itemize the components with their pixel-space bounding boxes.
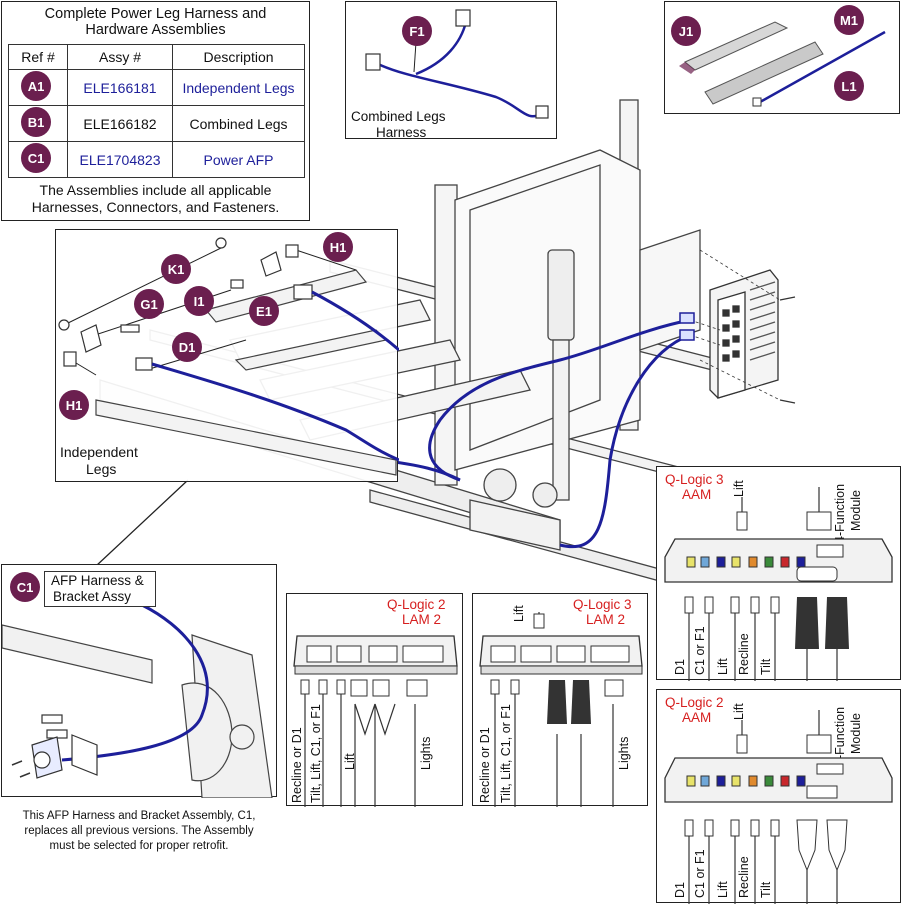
assembly-table-header: Ref # Assy # Description — [8, 44, 305, 70]
badge-k1: K1 — [161, 254, 191, 284]
assembly-table: Ref # Assy # Description A1 ELE166181 In… — [8, 44, 305, 178]
independent-legs-label-2: Legs — [86, 461, 117, 477]
qlogic2-aam-title-2: AAM — [682, 710, 712, 725]
qlogic2-lam2-panel: Q-Logic 2 LAM 2 Recline or D1 Tilt, Lift… — [286, 593, 463, 807]
cell-assy: ELE1704823 — [67, 141, 173, 178]
badge-f1: F1 — [402, 16, 432, 46]
qlogic3-aam-module — [664, 487, 893, 681]
afp-panel: C1 AFP Harness & Bracket Assy — [1, 564, 277, 798]
qlogic3-lam2-label-lights: Lights — [617, 736, 631, 770]
qlogic3-aam-label-lift: Lift — [716, 658, 730, 675]
header-ref: Ref # — [8, 44, 68, 70]
qlogic3-lam2-label-tilt-lift: Tilt, Lift, C1, or F1 — [499, 704, 513, 803]
afp-label-1: AFP Harness & — [51, 573, 144, 588]
qlogic3-lam2-title-1: Q-Logic 3 — [573, 597, 632, 612]
assembly-table-panel: Complete Power Leg Harness and Hardware … — [1, 1, 310, 221]
qlogic2-lam2-label-lift: Lift — [343, 753, 357, 770]
qlogic2-aam-label-tilt: Tilt — [759, 881, 773, 898]
badge-m1: M1 — [834, 5, 864, 35]
badge-c1-afp: C1 — [10, 572, 40, 602]
badge-a1: A1 — [21, 71, 51, 101]
cell-description: Power AFP — [172, 141, 305, 178]
cell-description: Combined Legs — [172, 105, 305, 142]
combined-harness-label-1: Combined Legs — [351, 109, 446, 124]
cell-description: Independent Legs — [172, 69, 305, 106]
afp-drawing — [2, 603, 273, 798]
badge-b1: B1 — [21, 107, 51, 137]
combined-harness-label-2: Harness — [376, 125, 427, 140]
badge-j1: J1 — [671, 16, 701, 46]
qlogic2-aam-label-c1-f1: C1 or F1 — [693, 849, 707, 898]
badge-l1: L1 — [834, 71, 864, 101]
badge-e1: E1 — [249, 296, 279, 326]
hardware-kit-panel: J1 M1 L1 — [664, 1, 900, 114]
qlogic2-lam2-label-tilt-lift: Tilt, Lift, C1, or F1 — [309, 704, 323, 803]
qlogic3-lam2-panel: Q-Logic 3 LAM 2 Lift Recline or D1 Tilt,… — [472, 593, 648, 807]
hardware-kit-drawing — [679, 21, 886, 107]
table-row: C1 ELE1704823 Power AFP — [8, 141, 305, 178]
qlogic3-aam-label-d1: D1 — [673, 659, 687, 675]
qlogic2-aam-label-recline: Recline — [737, 856, 751, 898]
assembly-note-1: The Assemblies include all applicable — [39, 182, 272, 198]
qlogic2-aam-label-lift: Lift — [716, 881, 730, 898]
assembly-table-title-2: Hardware Assemblies — [85, 22, 226, 38]
cell-assy: ELE166182 — [67, 105, 173, 142]
qlogic3-aam-title-2: AAM — [682, 487, 712, 502]
combined-harness-drawing — [365, 9, 549, 119]
afp-note-2: replaces all previous versions. The Asse… — [24, 825, 254, 837]
assembly-table-title-1: Complete Power Leg Harness and — [44, 6, 267, 22]
combined-harness-panel: F1 Combined Legs Harness — [345, 1, 557, 140]
qlogic3-lam2-title-2: LAM 2 — [586, 612, 626, 627]
qlogic2-aam-label-d1: D1 — [673, 882, 687, 898]
badge-i1: I1 — [184, 286, 214, 316]
qlogic2-aam-panel: Q-Logic 2 AAM Lift 4-Function Module — [656, 689, 901, 904]
qlogic3-lam2-module — [479, 612, 643, 807]
afp-label-2: Bracket Assy — [53, 589, 132, 604]
badge-d1: D1 — [172, 332, 202, 362]
afp-note-1: This AFP Harness and Bracket Assembly, C… — [22, 810, 256, 822]
qlogic3-aam-label-c1-f1: C1 or F1 — [693, 626, 707, 675]
qlogic2-lam2-label-lights: Lights — [419, 736, 433, 770]
qlogic2-lam2-label-recline-d1: Recline or D1 — [290, 727, 304, 803]
qlogic3-aam-label-tilt: Tilt — [759, 658, 773, 675]
qlogic2-lam2-title-2: LAM 2 — [402, 612, 442, 627]
qlogic2-aam-module — [664, 710, 893, 904]
header-assy: Assy # — [67, 44, 173, 70]
afp-label-box: AFP Harness & Bracket Assy — [44, 571, 156, 607]
badge-g1: G1 — [134, 289, 164, 319]
qlogic2-aam-title-1: Q-Logic 2 — [665, 695, 724, 710]
table-row: B1 ELE166182 Combined Legs — [8, 105, 305, 142]
qlogic3-aam-title-1: Q-Logic 3 — [665, 472, 724, 487]
badge-h1-top: H1 — [323, 232, 353, 262]
header-description: Description — [172, 44, 305, 70]
qlogic2-lam2-title-1: Q-Logic 2 — [387, 597, 446, 612]
qlogic2-lam2-module — [293, 635, 458, 807]
independent-legs-drawing — [58, 237, 399, 476]
badge-h1-bottom: H1 — [59, 390, 89, 420]
qlogic3-lam2-label-recline-d1: Recline or D1 — [478, 727, 492, 803]
independent-legs-panel: K1 H1 G1 I1 E1 D1 H1 Independent Legs — [55, 229, 399, 482]
assembly-note-2: Harnesses, Connectors, and Fasteners. — [31, 199, 280, 215]
independent-legs-label-1: Independent — [60, 444, 138, 460]
table-row: A1 ELE166181 Independent Legs — [8, 69, 305, 106]
badge-c1: C1 — [21, 143, 51, 173]
qlogic3-aam-panel: Q-Logic 3 AAM Lift 4-Function Module — [656, 466, 901, 681]
qlogic3-aam-label-recline: Recline — [737, 633, 751, 675]
cell-assy: ELE166181 — [67, 69, 173, 106]
afp-note-3: must be selected for proper retrofit. — [49, 840, 229, 852]
